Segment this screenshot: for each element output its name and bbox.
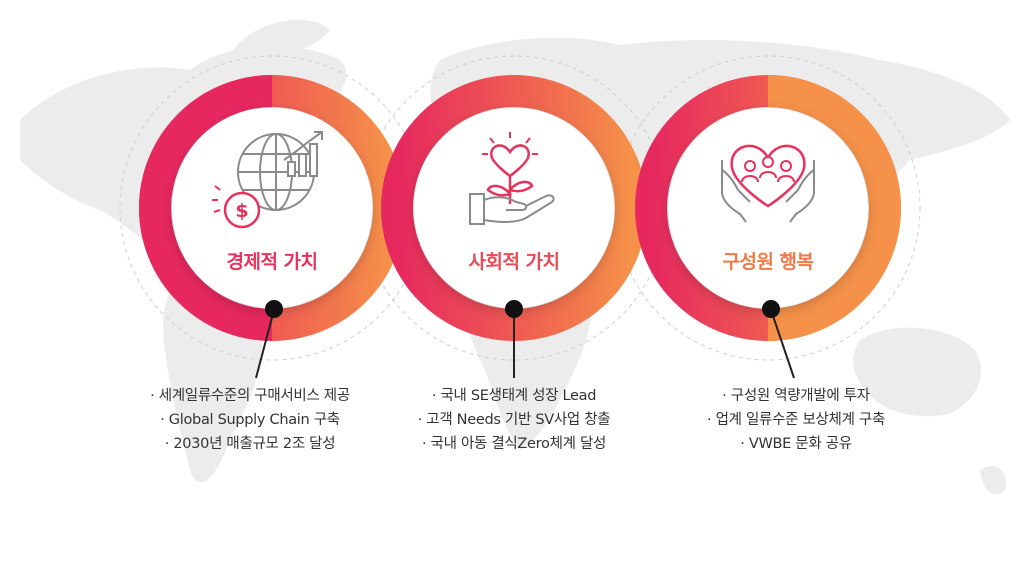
hand-plant-heart-icon [469, 132, 555, 225]
economic-value-list: · 세계일류수준의 구매서비스 제공 · Global Supply Chain… [100, 384, 400, 456]
list-item: · 구성원 역량개발에 투자 [722, 388, 870, 404]
list-item: · 업계 일류수준 보상체계 구축 [706, 412, 886, 428]
employee-happiness-title: 구성원 행복 [722, 251, 814, 273]
economic-value-title: 경제적 가치 [226, 251, 318, 273]
globe-growth-dollar-icon: $ [212, 131, 323, 229]
connector-dots [265, 300, 780, 318]
svg-text:$: $ [235, 200, 248, 222]
list-item: · Global Supply Chain 구축 [160, 412, 340, 428]
hands-heart-people-icon [721, 144, 815, 223]
list-item: · 국내 SE생태계 성장 Lead [431, 388, 597, 404]
list-item: · 고객 Needs 기반 SV사업 창출 [417, 412, 611, 428]
connectors [255, 309, 795, 379]
social-value-list: · 국내 SE생태계 성장 Lead · 고객 Needs 기반 SV사업 창출… [364, 384, 664, 456]
list-item: · 2030년 매출규모 2조 달성 [164, 436, 336, 452]
inner-discs [172, 108, 868, 308]
list-item: · VWBE 문화 공유 [740, 436, 852, 452]
social-value-title: 사회적 가치 [468, 251, 560, 273]
list-item: · 세계일류수준의 구매서비스 제공 [150, 388, 350, 404]
employee-happiness-list: · 구성원 역량개발에 투자 · 업계 일류수준 보상체계 구축 · VWBE … [646, 384, 946, 456]
list-item: · 국내 아동 결식Zero체계 달성 [421, 436, 607, 452]
